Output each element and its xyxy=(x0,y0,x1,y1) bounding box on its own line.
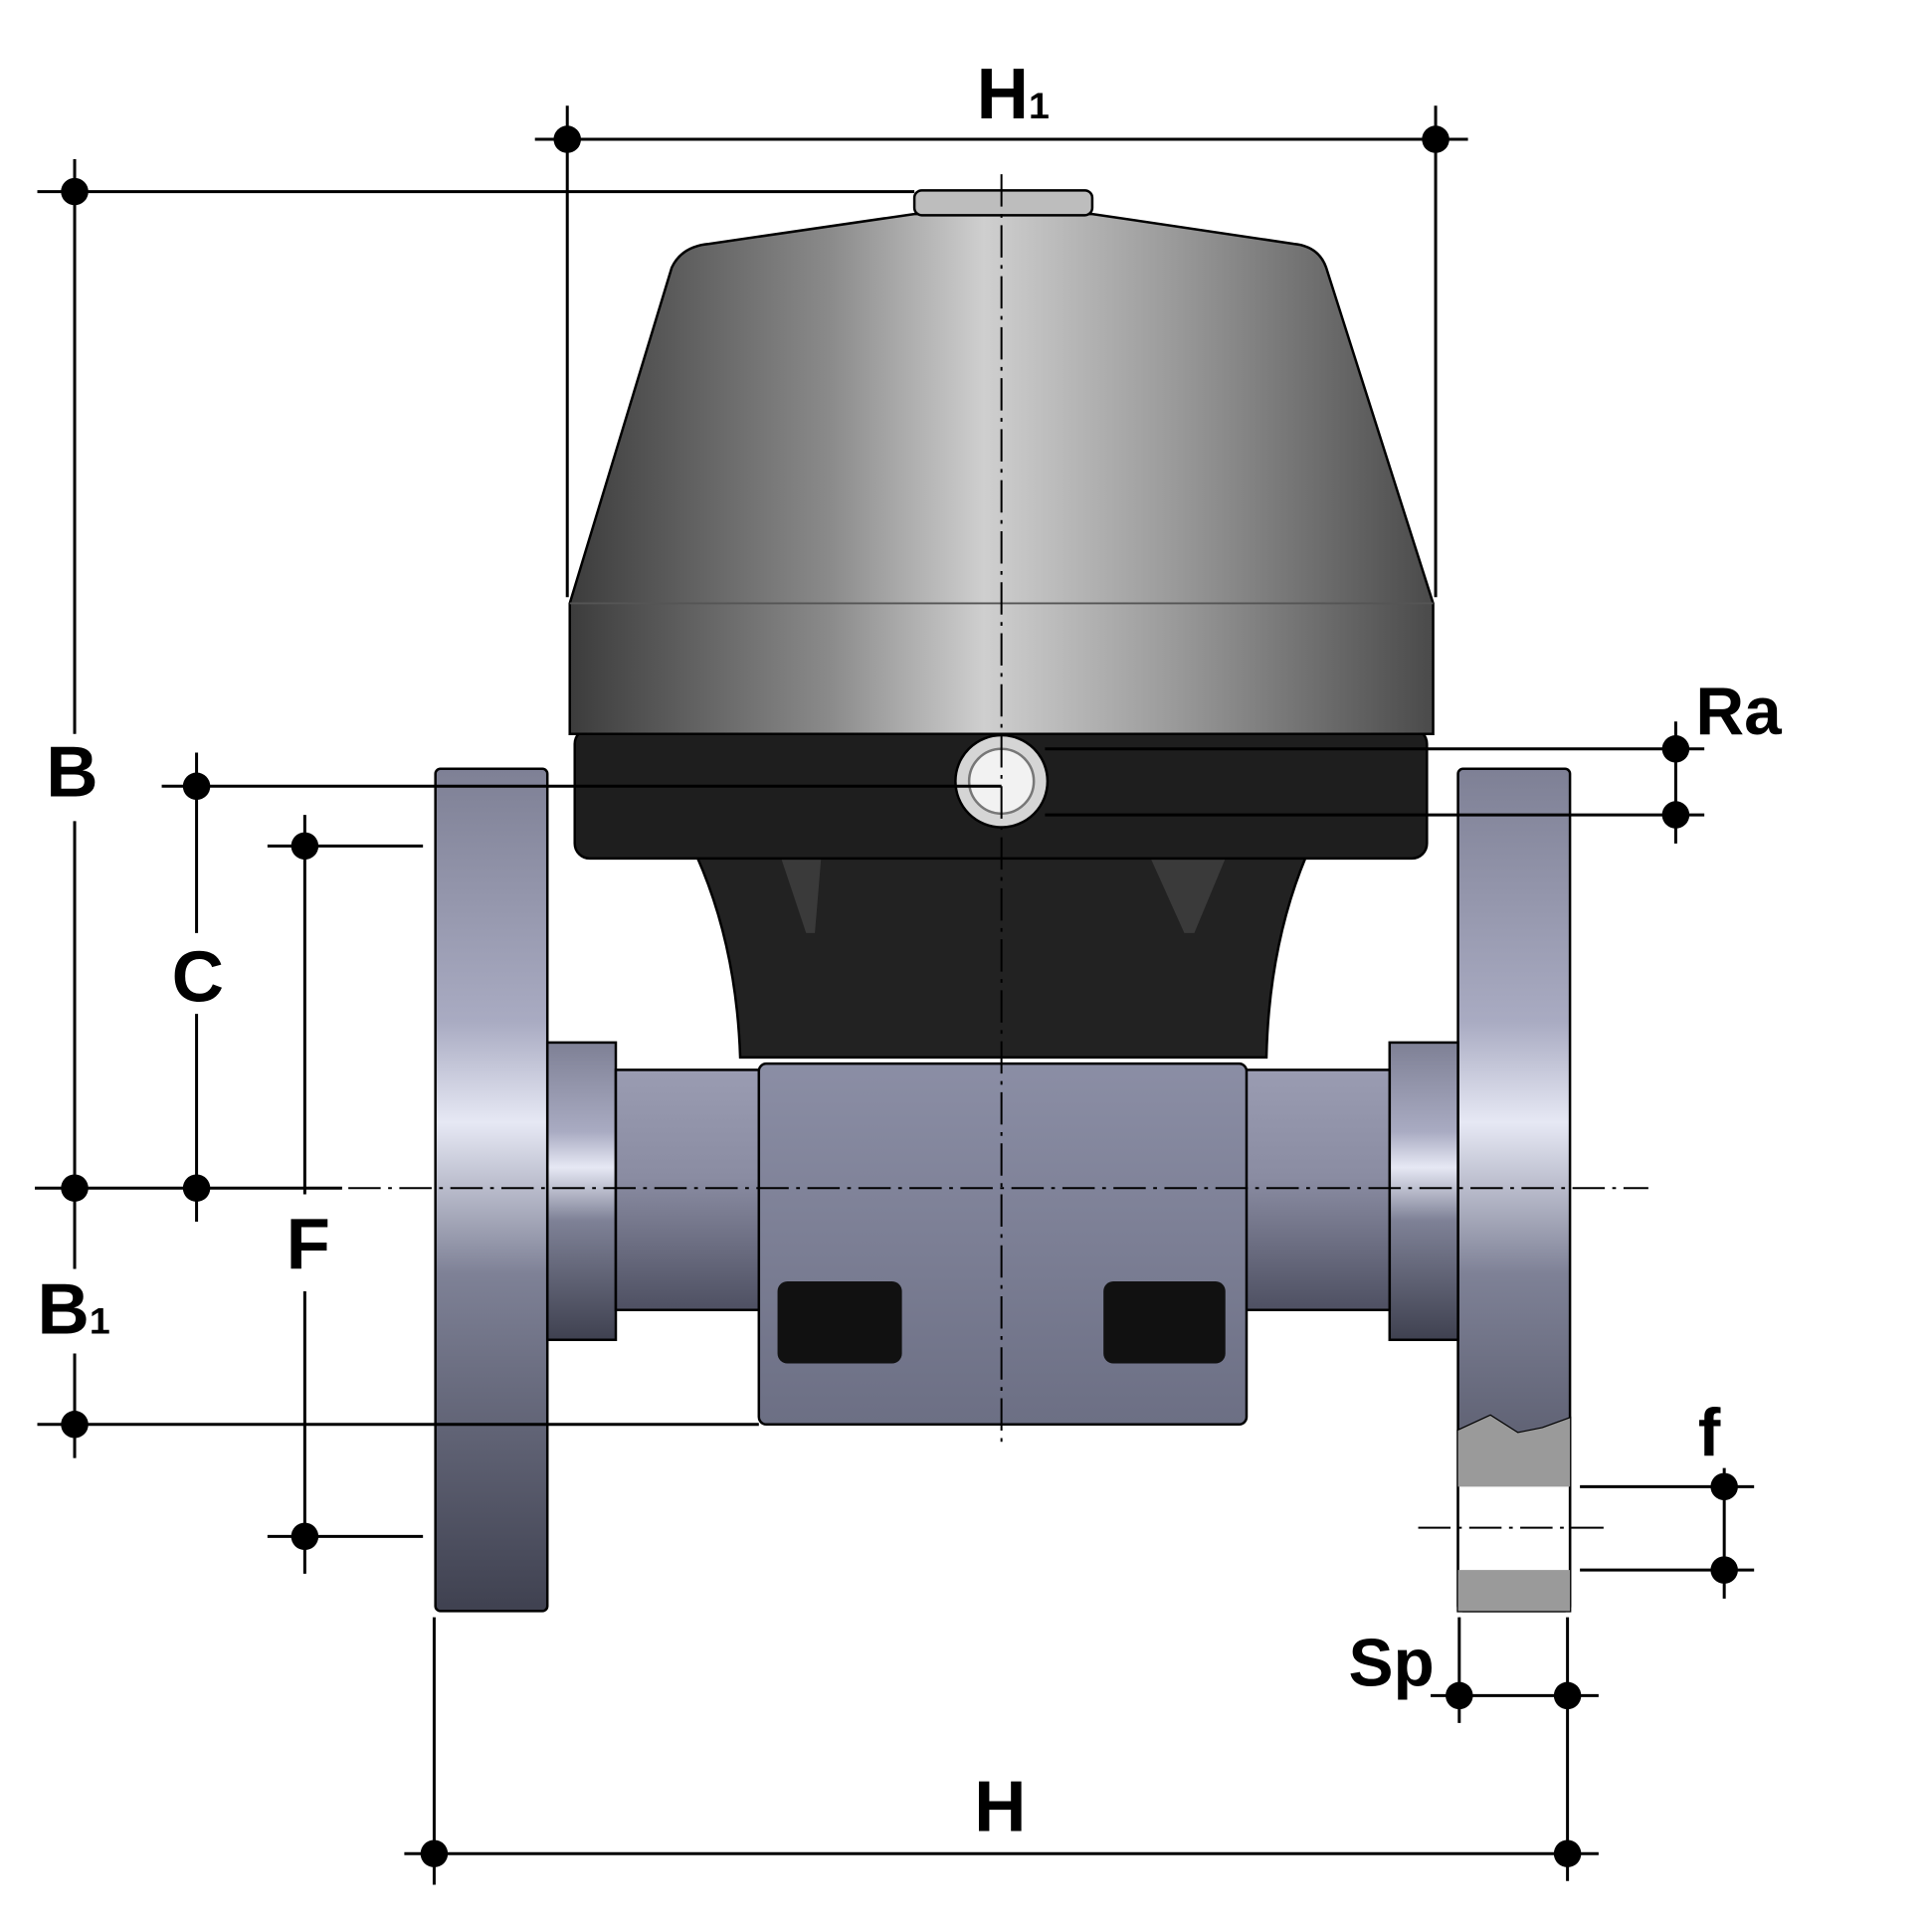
valve-body xyxy=(757,1062,1249,1427)
label-h: H xyxy=(974,1767,1026,1847)
label-f-lower: f xyxy=(1698,1396,1721,1470)
bolt-cap-left xyxy=(777,1280,902,1364)
bolt-cap-right xyxy=(1103,1280,1226,1364)
dimension-lines xyxy=(35,105,1755,1885)
right-pipe xyxy=(1243,1068,1392,1312)
label-ra: Ra xyxy=(1695,675,1782,749)
left-pipe xyxy=(614,1068,763,1312)
right-flange xyxy=(1388,767,1572,1613)
label-b1: B1 xyxy=(38,1269,110,1350)
label-h1: H1 xyxy=(977,54,1050,134)
label-c: C xyxy=(172,937,224,1018)
label-b: B xyxy=(46,731,97,812)
label-f: F xyxy=(287,1204,330,1284)
label-sp: Sp xyxy=(1349,1626,1435,1700)
top-cap xyxy=(912,189,1094,217)
left-flange xyxy=(434,767,618,1613)
